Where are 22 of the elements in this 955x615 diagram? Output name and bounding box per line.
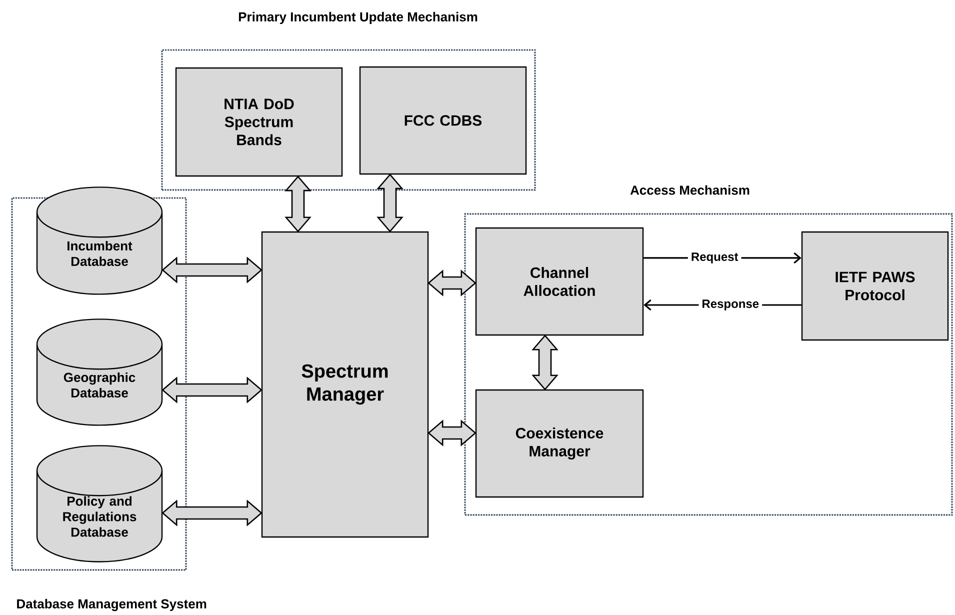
- group-heading: Access Mechanism: [630, 185, 750, 195]
- group-heading: Primary Incumbent Update Mechanism: [238, 12, 478, 24]
- double-arrow: [376, 174, 404, 232]
- double-arrow: [162, 256, 262, 284]
- process-box: Coexistence Manager: [475, 389, 644, 498]
- double-arrow: [428, 420, 476, 446]
- database-cylinder: Policy and Regulations Database: [36, 445, 163, 562]
- database-cylinder: Incumbent Database: [36, 186, 163, 295]
- process-box: FCC CDBS: [359, 66, 527, 175]
- process-box: Channel Allocation: [475, 227, 644, 336]
- double-arrow: [532, 334, 558, 390]
- double-arrow: [284, 176, 312, 232]
- double-arrow: [162, 500, 262, 526]
- process-box: NTIA DoD Spectrum Bands: [175, 67, 343, 177]
- double-arrow: [162, 376, 262, 404]
- process-box: IETF PAWS Protocol: [801, 231, 949, 341]
- group-heading: Database Management System: [17, 598, 206, 612]
- database-cylinder: Geographic Database: [36, 318, 163, 426]
- edge-label: Request: [688, 250, 742, 266]
- edge-label: Response: [698, 296, 762, 314]
- process-box: Spectrum Manager: [261, 231, 429, 538]
- double-arrow: [428, 270, 476, 296]
